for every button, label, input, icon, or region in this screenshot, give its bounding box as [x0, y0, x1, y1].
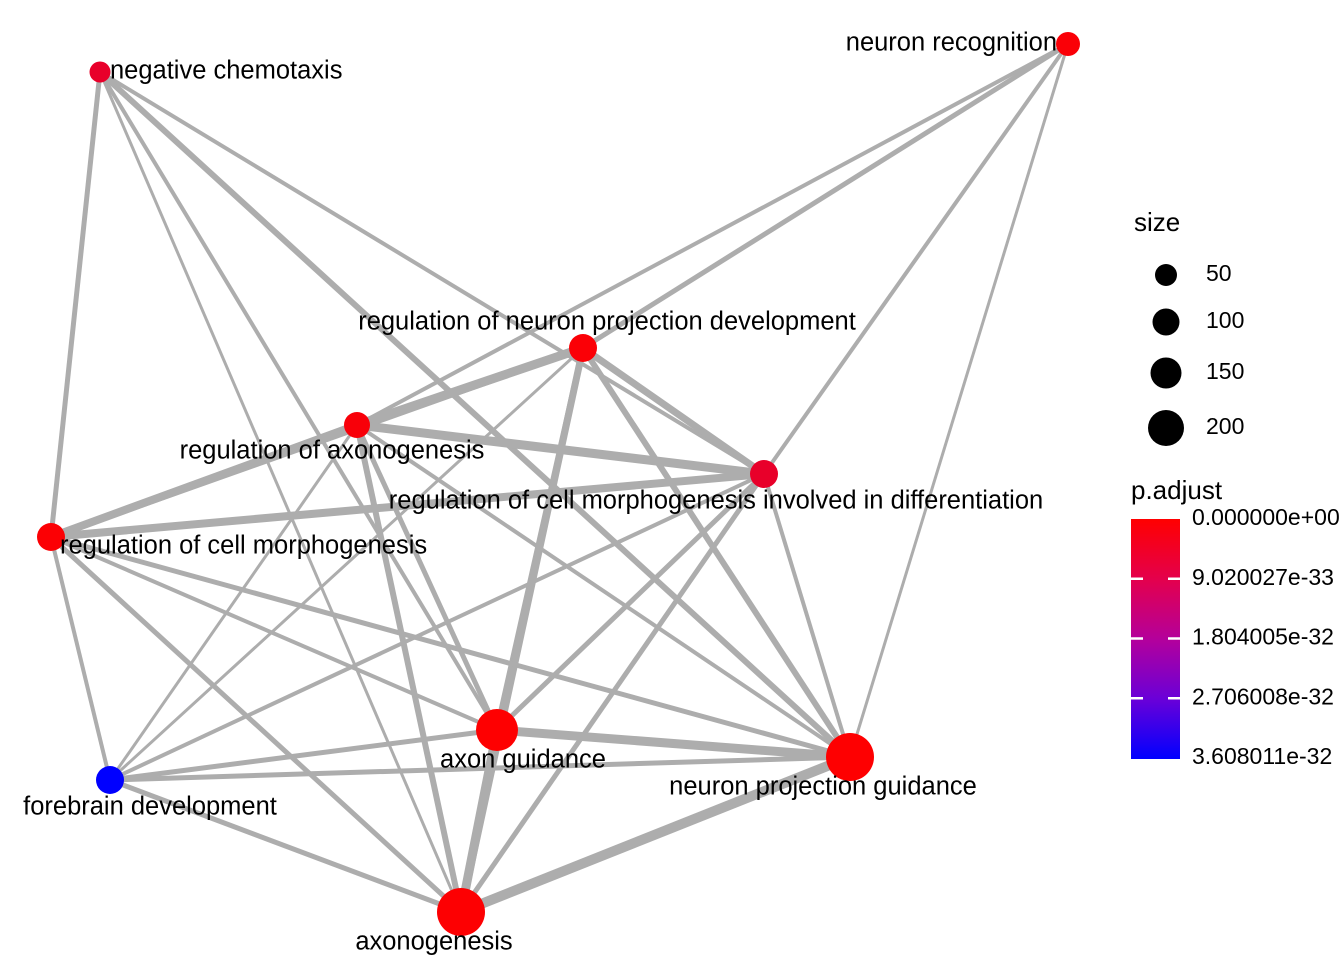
network-node-label: negative chemotaxis: [110, 57, 342, 85]
network-node[interactable]: [476, 709, 518, 751]
network-edge: [581, 345, 766, 477]
network-edge: [50, 534, 851, 760]
network-node[interactable]: [1056, 32, 1080, 56]
network-edge: [355, 423, 852, 759]
size-legend: size 50 100 150 200: [1134, 207, 1244, 446]
size-legend-label: 150: [1206, 358, 1244, 384]
size-legend-swatch: [1155, 264, 1177, 286]
p-adjust-legend-label: 1.804005e-32: [1192, 624, 1334, 650]
network-edge: [848, 43, 1070, 758]
network-node-label: regulation of axonogenesis: [180, 437, 485, 465]
network-node-label: regulation of cell morphogenesis: [60, 532, 427, 560]
network-node-label: neuron projection guidance: [669, 773, 977, 801]
size-legend-swatch: [1152, 308, 1180, 336]
p-adjust-legend: p.adjust 0.000000e+00 9.020027e-33 1.80400…: [1131, 475, 1340, 769]
network-edge: [109, 777, 462, 915]
size-legend-swatch: [1148, 410, 1184, 446]
network-edge: [580, 346, 853, 759]
network-node[interactable]: [569, 334, 597, 362]
p-adjust-legend-label: 3.608011e-32: [1192, 743, 1332, 769]
network-edge: [98, 70, 766, 476]
network-edge: [581, 41, 1070, 351]
network-edge: [356, 42, 1069, 427]
size-legend-swatch: [1150, 357, 1182, 389]
network-node[interactable]: [750, 460, 778, 488]
p-adjust-legend-label: 2.706008e-32: [1192, 683, 1334, 709]
edges-layer: [48, 41, 1070, 917]
network-edge: [48, 71, 103, 538]
network-edge: [456, 729, 502, 913]
network-edge: [108, 346, 585, 782]
network-node[interactable]: [344, 412, 370, 438]
p-adjust-legend-label: 0.000000e+00: [1192, 504, 1340, 530]
network-edge: [762, 42, 1070, 476]
size-legend-title: size: [1134, 207, 1180, 237]
network-edge: [109, 727, 498, 783]
network-edge: [108, 424, 359, 781]
network-node-label: axon guidance: [440, 746, 606, 774]
size-legend-label: 50: [1206, 260, 1232, 286]
network-node[interactable]: [37, 523, 65, 551]
network-edge: [49, 535, 463, 914]
p-adjust-legend-title: p.adjust: [1131, 475, 1223, 505]
network-edge: [49, 536, 112, 781]
nodes-layer: [37, 32, 1080, 936]
network-node[interactable]: [437, 888, 485, 936]
node-labels-layer: negative chemotaxis neuron recognition reg…: [23, 29, 1057, 956]
network-edge: [109, 472, 765, 782]
network-edge: [354, 423, 500, 732]
network-edge: [762, 473, 852, 758]
network-edge: [496, 725, 851, 762]
network-node-label: forebrain development: [23, 793, 277, 821]
network-edge: [459, 752, 852, 917]
network-edge: [97, 69, 853, 760]
network-node-label: axonogenesis: [355, 928, 512, 956]
network-edge: [109, 754, 851, 783]
p-adjust-legend-label: 9.020027e-33: [1192, 564, 1334, 590]
network-node[interactable]: [826, 733, 874, 781]
size-legend-label: 100: [1206, 307, 1244, 333]
network-edge: [49, 421, 359, 541]
network-node-label: regulation of neuron projection developm…: [358, 308, 856, 336]
network-edge: [50, 535, 498, 732]
network-node[interactable]: [89, 61, 111, 83]
network-edge: [50, 470, 765, 541]
network-node-label: regulation of cell morphogenesis involve…: [389, 487, 1043, 515]
network-node[interactable]: [96, 766, 124, 794]
network-node-label: neuron recognition: [846, 29, 1057, 57]
network-edge: [98, 70, 499, 732]
network-edge: [356, 420, 765, 479]
size-legend-label: 200: [1206, 413, 1244, 439]
network-edge: [495, 472, 766, 732]
